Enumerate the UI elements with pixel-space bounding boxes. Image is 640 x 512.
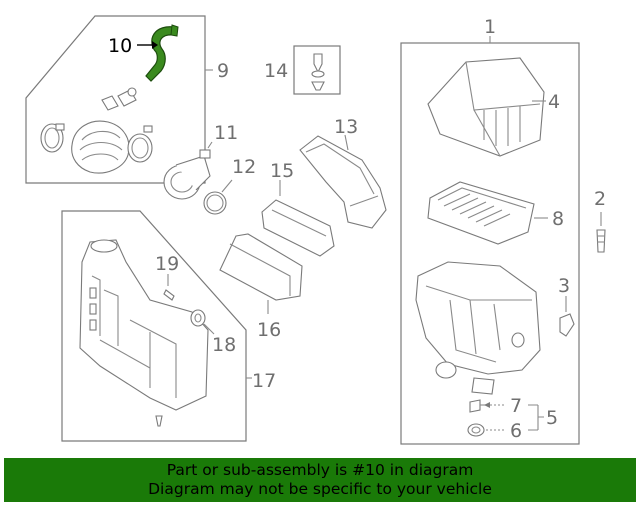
lower-case-drawing — [415, 261, 541, 395]
grommet-part-6 — [467, 423, 506, 437]
footer-line-1: Part or sub-assembly is #10 in diagram — [166, 461, 474, 479]
clip-part-3 — [559, 296, 575, 337]
footer-banner: Part or sub-assembly is #10 in diagram D… — [4, 458, 636, 502]
group-1-panel — [400, 36, 580, 445]
footer-line-2: Diagram may not be specific to your vehi… — [148, 480, 492, 498]
clip-part-14 — [293, 45, 341, 95]
group-17-panel — [61, 210, 252, 442]
breather-hose-part-10[interactable] — [145, 24, 179, 82]
label-4: 4 — [548, 91, 560, 113]
duct-cover-part-16 — [219, 233, 303, 314]
label-5: 5 — [546, 407, 558, 429]
label-17: 17 — [252, 370, 276, 392]
label-16: 16 — [257, 319, 281, 341]
air-duct-part-13 — [299, 134, 387, 229]
label-12: 12 — [232, 156, 256, 178]
resonator-part-15 — [261, 180, 335, 257]
label-13: 13 — [334, 116, 358, 138]
bolt-part-7 — [469, 399, 506, 413]
label-11: 11 — [214, 122, 238, 144]
leader-12 — [221, 179, 233, 193]
label-7: 7 — [510, 395, 522, 417]
label-10: 10 — [108, 35, 132, 57]
bracket-5 — [528, 404, 544, 431]
maf-sensor-part-11 — [163, 141, 213, 200]
grommet-part-18 — [190, 309, 215, 335]
label-14: 14 — [264, 60, 288, 82]
label-19: 19 — [155, 253, 179, 275]
pin-part-19 — [163, 274, 175, 301]
label-9: 9 — [217, 60, 229, 82]
bolt-part-2 — [596, 212, 606, 253]
label-6: 6 — [510, 420, 522, 442]
cover-part-4 — [427, 57, 546, 157]
group-9-panel — [25, 15, 213, 184]
filter-part-8 — [427, 181, 548, 245]
label-1: 1 — [484, 16, 496, 38]
lower-housing-part-17 — [79, 239, 209, 427]
leader-10-arrow — [152, 41, 158, 49]
intake-hose-drawing — [40, 87, 153, 174]
label-18: 18 — [212, 334, 236, 356]
label-3: 3 — [558, 275, 570, 297]
label-15: 15 — [270, 160, 294, 182]
label-8: 8 — [552, 208, 564, 230]
label-2: 2 — [594, 188, 606, 210]
